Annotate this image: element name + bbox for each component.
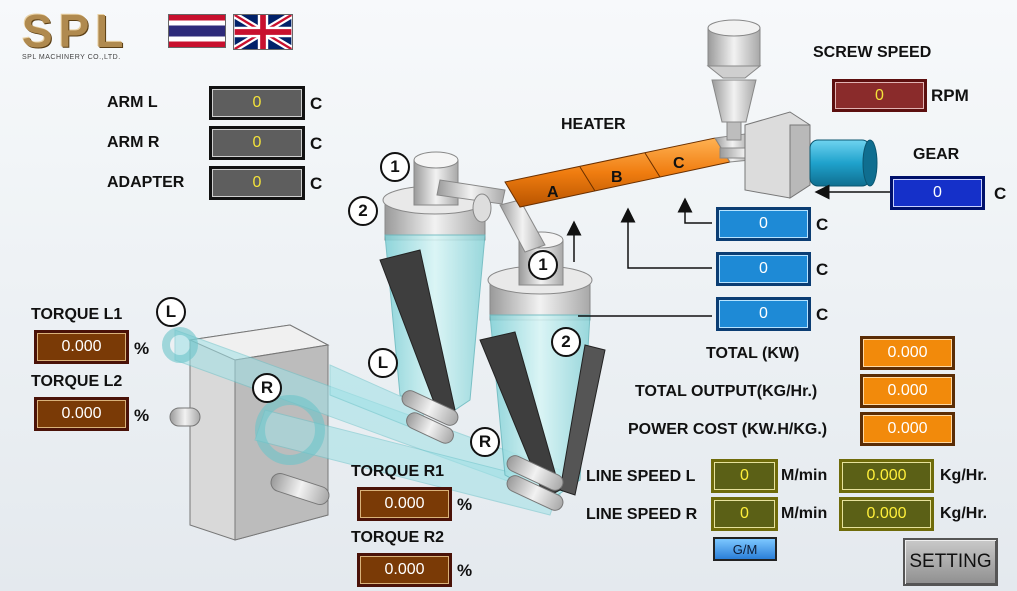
heater-zone-b: B xyxy=(611,169,623,186)
total-output-display: 0.000 xyxy=(860,374,955,408)
gear-display: 0 xyxy=(890,176,985,210)
adapter-display: 0 xyxy=(209,166,305,200)
line-speed-r-kg-display: 0.000 xyxy=(839,497,934,531)
marker-2-left: 2 xyxy=(348,196,378,226)
arm-r-unit: C xyxy=(310,134,323,153)
total-output-label: TOTAL OUTPUT(KG/Hr.) xyxy=(635,383,818,400)
marker-l-die: L xyxy=(368,348,398,378)
line-speed-l-kg-display: 0.000 xyxy=(839,459,934,493)
arm-l-unit: C xyxy=(310,94,323,113)
brand-logo: SPL SPL MACHINERY CO.,LTD. xyxy=(22,5,152,62)
torque-r2-unit: % xyxy=(457,561,473,580)
logo-text: SPL xyxy=(22,5,130,57)
torque-l1-value: 0.000 xyxy=(37,333,126,361)
marker-1-right: 1 xyxy=(528,250,558,280)
heater-zone-a: A xyxy=(547,184,559,201)
power-cost-display: 0.000 xyxy=(860,412,955,446)
line-speed-l-display: 0 xyxy=(711,459,778,493)
screw-speed-value: 0 xyxy=(835,82,924,109)
heater-temp-c-value: 0 xyxy=(719,210,808,238)
line-speed-r-kg-value: 0.000 xyxy=(842,500,931,528)
torque-r2-label: TORQUE R2 xyxy=(351,529,445,546)
line-speed-r-value: 0 xyxy=(714,500,775,528)
torque-l2-label: TORQUE L2 xyxy=(31,373,123,390)
total-output-value: 0.000 xyxy=(863,377,952,405)
heater-zone-c: C xyxy=(673,155,685,172)
torque-r2-value: 0.000 xyxy=(360,556,449,584)
line-speed-r-kg-unit: Kg/Hr. xyxy=(940,505,988,522)
arm-l-label: ARM L xyxy=(107,94,158,111)
setting-button[interactable]: SETTING xyxy=(903,538,998,586)
heater-temp-c-unit: C xyxy=(816,215,829,234)
line-speed-l-kg-unit: Kg/Hr. xyxy=(940,467,988,484)
marker-2-right: 2 xyxy=(551,327,581,357)
heater-temp-c-display: 0 xyxy=(716,207,811,241)
arm-l-display: 0 xyxy=(209,86,305,120)
arm-r-label: ARM R xyxy=(107,134,160,151)
torque-r1-unit: % xyxy=(457,495,473,514)
power-cost-label: POWER COST (KW.H/KG.) xyxy=(628,421,828,438)
torque-l1-display: 0.000 xyxy=(34,330,129,364)
torque-l1-unit: % xyxy=(134,339,150,358)
marker-1-left: 1 xyxy=(380,152,410,182)
screw-speed-label: SCREW SPEED xyxy=(813,44,932,61)
arm-l-value: 0 xyxy=(212,89,302,117)
line-speed-l-kg-value: 0.000 xyxy=(842,462,931,490)
marker-r-die: R xyxy=(470,427,500,457)
gear-value: 0 xyxy=(893,179,982,207)
heater-temp-a-unit: C xyxy=(816,305,829,324)
torque-l2-display: 0.000 xyxy=(34,397,129,431)
arm-r-display: 0 xyxy=(209,126,305,160)
adapter-unit: C xyxy=(310,174,323,193)
screw-speed-unit: RPM xyxy=(931,86,969,105)
logo-subtitle: SPL MACHINERY CO.,LTD. xyxy=(22,54,121,61)
arm-r-value: 0 xyxy=(212,129,302,157)
gm-button[interactable]: G/M xyxy=(713,537,777,561)
marker-l-top: L xyxy=(156,297,186,327)
thai-flag-icon[interactable] xyxy=(168,14,226,48)
torque-l2-value: 0.000 xyxy=(37,400,126,428)
total-kw-label: TOTAL (KW) xyxy=(706,345,800,362)
heater-temp-a-value: 0 xyxy=(719,300,808,328)
total-kw-display: 0.000 xyxy=(860,336,955,370)
line-speed-r-display: 0 xyxy=(711,497,778,531)
heater-temp-a-display: 0 xyxy=(716,297,811,331)
heater-temp-b-display: 0 xyxy=(716,252,811,286)
total-kw-value: 0.000 xyxy=(863,339,952,367)
heater-temp-b-unit: C xyxy=(816,260,829,279)
heater-label: HEATER xyxy=(561,116,626,133)
adapter-label: ADAPTER xyxy=(107,174,185,191)
torque-r1-display: 0.000 xyxy=(357,487,452,521)
marker-r-block: R xyxy=(252,373,282,403)
torque-r2-display: 0.000 xyxy=(357,553,452,587)
line-speed-r-label: LINE SPEED R xyxy=(586,506,698,523)
line-speed-l-unit: M/min xyxy=(781,467,828,484)
torque-l2-unit: % xyxy=(134,406,150,425)
line-speed-l-label: LINE SPEED L xyxy=(586,468,696,485)
heater-temp-b-value: 0 xyxy=(719,255,808,283)
uk-flag-icon[interactable] xyxy=(233,14,293,50)
gear-unit: C xyxy=(994,184,1007,203)
line-speed-r-unit: M/min xyxy=(781,505,828,522)
gear-label: GEAR xyxy=(913,146,960,163)
power-cost-value: 0.000 xyxy=(863,415,952,443)
torque-l1-label: TORQUE L1 xyxy=(31,306,123,323)
screw-speed-display: 0 xyxy=(832,79,927,112)
adapter-value: 0 xyxy=(212,169,302,197)
torque-r1-value: 0.000 xyxy=(360,490,449,518)
torque-r1-label: TORQUE R1 xyxy=(351,463,445,480)
line-speed-l-value: 0 xyxy=(714,462,775,490)
